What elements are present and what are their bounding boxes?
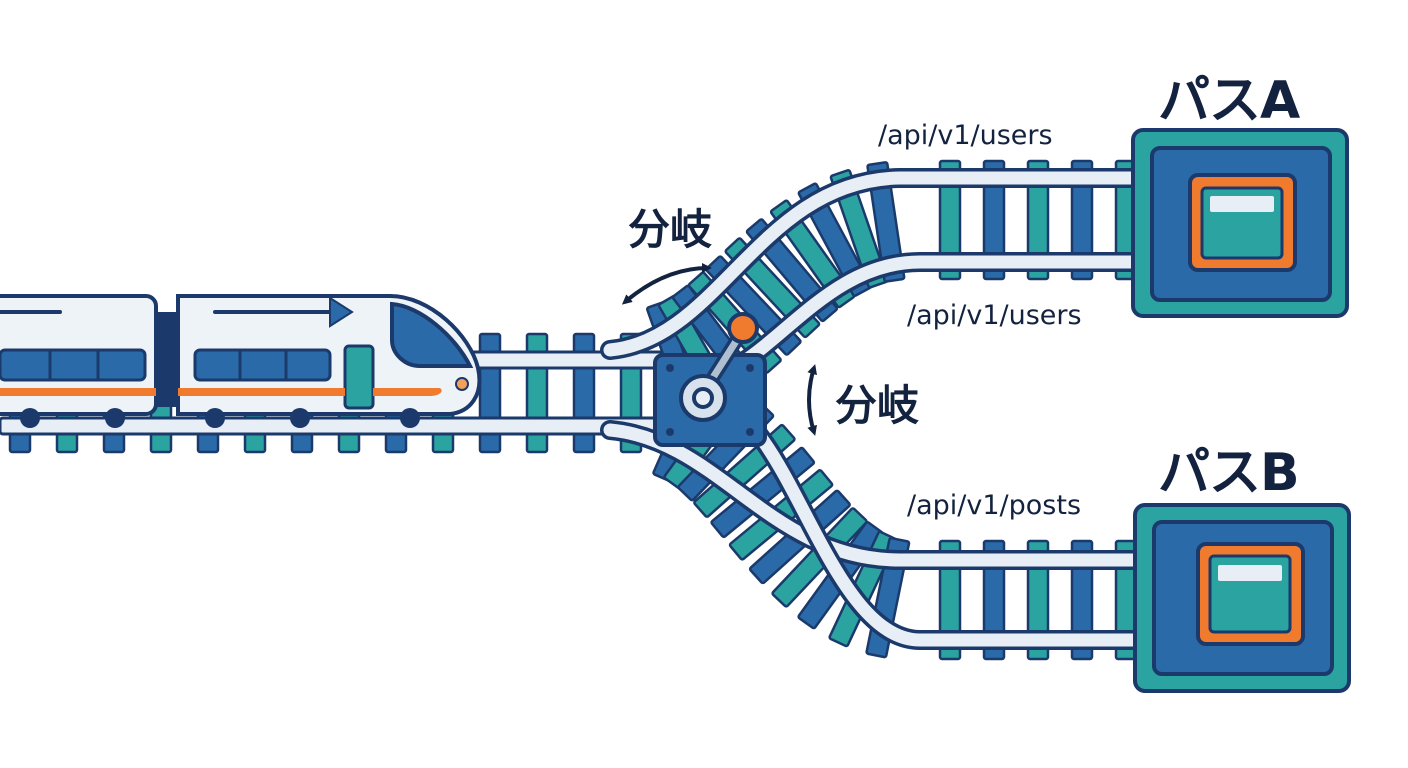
track-tie <box>982 159 1006 281</box>
branch-label: 分岐 <box>835 381 920 430</box>
double-arrow-icon <box>807 364 817 436</box>
path-a-route-bottom: /api/v1/users <box>907 300 1082 331</box>
track-tie <box>982 539 1006 661</box>
track-tie <box>1070 539 1094 661</box>
double-arrow-icon <box>621 263 712 305</box>
rail-switch-icon <box>653 312 767 447</box>
station-buffer-icon <box>1131 128 1349 318</box>
main-rail-lower <box>0 416 702 436</box>
track-tie <box>1070 159 1094 281</box>
train-icon <box>0 294 482 428</box>
station-buffer-icon <box>1133 503 1351 693</box>
branch-label: 分岐 <box>628 205 713 254</box>
track-tie <box>829 169 889 289</box>
path-b-route: /api/v1/posts <box>907 490 1082 521</box>
path-b-title: パスB <box>1158 443 1300 503</box>
path-a-title: パスA <box>1158 71 1300 131</box>
track-tie <box>866 161 906 283</box>
track-tie <box>1026 159 1050 281</box>
path-a-route-top: /api/v1/users <box>878 120 1053 151</box>
track-tie <box>938 539 962 661</box>
track-tie <box>938 159 962 281</box>
track-tie <box>1026 539 1050 661</box>
